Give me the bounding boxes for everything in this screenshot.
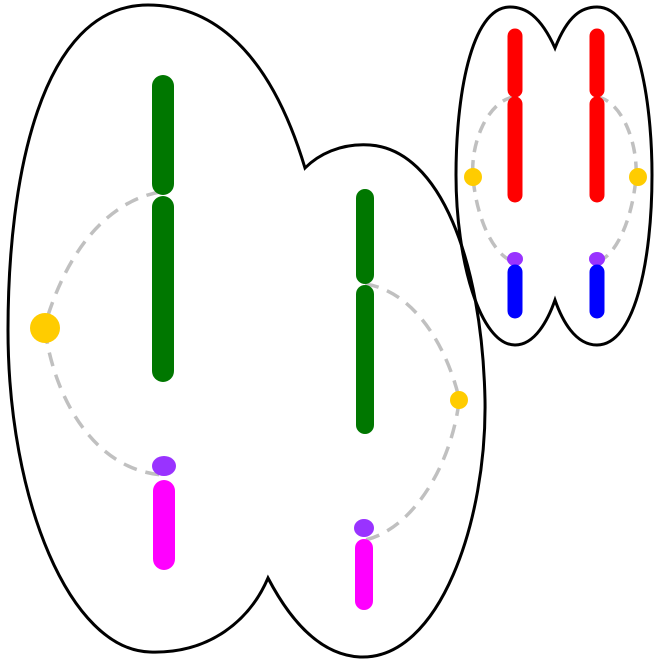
purple-node-small-right <box>589 252 605 266</box>
purple-node-right <box>354 519 374 537</box>
yellow-dot-small-right <box>629 168 647 186</box>
yellow-dot-left <box>30 313 60 343</box>
large-left-spindle-upper <box>45 192 160 325</box>
large-left-spindle-lower <box>45 330 163 475</box>
small-cell-outline <box>456 7 652 345</box>
yellow-dot-right <box>450 391 468 409</box>
yellow-dot-small-left <box>464 168 482 186</box>
large-right-spindle-lower <box>365 402 459 540</box>
purple-node-left <box>152 456 176 476</box>
purple-node-small-left <box>507 252 523 266</box>
large-right-spindle-upper <box>365 284 459 398</box>
large-cell-outline <box>8 5 485 657</box>
